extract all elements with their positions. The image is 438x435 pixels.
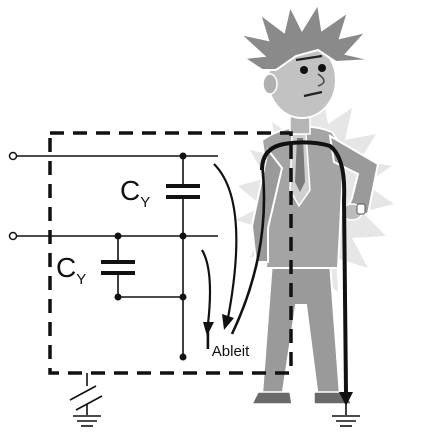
leakage-current-label-sub: Ableit <box>212 343 250 360</box>
cap-top-label: CY <box>120 175 150 211</box>
leakage-arrow-1 <box>201 249 212 325</box>
person-hair <box>236 1 373 71</box>
leakage-arrowhead-1 <box>203 322 214 336</box>
junction-dot <box>179 293 187 301</box>
watch-icon <box>356 203 366 215</box>
person-nose <box>317 73 325 87</box>
leakage-current-label-main: I <box>204 324 212 355</box>
device-housing <box>48 131 293 375</box>
body-current-arrowhead <box>339 392 353 406</box>
coupling-slash-a <box>69 385 97 401</box>
ground-symbol-right <box>332 415 360 427</box>
person-tie <box>295 138 305 192</box>
person-shoe-left <box>250 391 293 405</box>
junction-dot <box>179 353 187 361</box>
leakage-current-label: IAbleit <box>204 324 250 360</box>
leakage-arrowhead-2 <box>222 314 234 330</box>
person-eye-left <box>300 66 308 74</box>
junction-dot <box>179 232 187 240</box>
terminal-bottom <box>8 231 18 241</box>
cap-left-label: CY <box>56 252 86 288</box>
terminal-top <box>8 151 18 161</box>
leakage-current-arrows <box>201 163 266 336</box>
body-current-line <box>260 140 348 393</box>
body-current-path <box>260 140 353 406</box>
person-arm-left <box>250 147 284 263</box>
leakage-arrow-3 <box>230 163 266 335</box>
person-eye-right <box>318 64 326 72</box>
cap-left-label-main: C <box>56 252 76 283</box>
ground-symbol-left <box>73 415 101 427</box>
circuit <box>8 131 293 427</box>
junction-dot <box>114 293 122 301</box>
cap-top-label-sub: Y <box>140 194 150 211</box>
coupling-slash-b <box>75 395 103 411</box>
cartoon-person <box>236 1 380 405</box>
person-legs <box>260 261 342 400</box>
person-ear <box>262 73 278 95</box>
cap-top-label-main: C <box>120 175 140 206</box>
leakage-arrow-2 <box>213 163 238 319</box>
junction-dot <box>114 232 122 240</box>
cap-left-label-sub: Y <box>76 271 86 288</box>
person-brow <box>295 54 323 62</box>
person-mouth <box>303 90 323 98</box>
junction-dot <box>179 152 187 160</box>
